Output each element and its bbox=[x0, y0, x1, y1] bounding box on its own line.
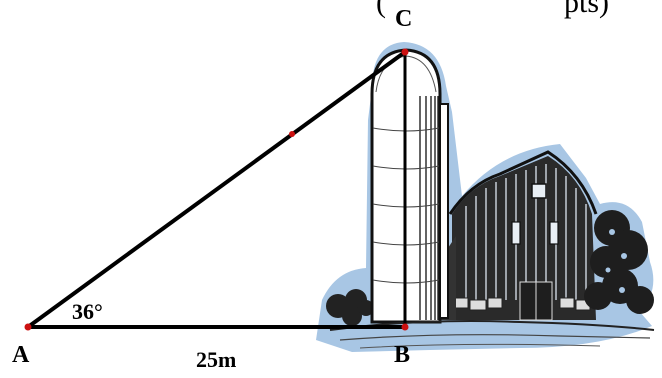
point-c-label: C bbox=[395, 6, 413, 32]
point-a-label: A bbox=[12, 342, 30, 368]
header-fragment: (pts) bbox=[376, 0, 609, 19]
trees bbox=[584, 210, 654, 314]
silo bbox=[370, 48, 449, 324]
point-b-label: B bbox=[394, 342, 411, 368]
ground bbox=[329, 320, 655, 349]
right-triangle bbox=[26, 50, 407, 329]
shrubs bbox=[326, 289, 374, 326]
hypotenuse-midpoint-dot bbox=[289, 131, 295, 137]
base-length-label: 25m bbox=[196, 347, 237, 372]
angle-a-label: 36° bbox=[72, 299, 103, 324]
point-c-dot bbox=[401, 48, 409, 56]
side-ac-hypotenuse bbox=[26, 50, 407, 329]
point-a-dot bbox=[24, 323, 32, 331]
point-b-dot bbox=[401, 323, 409, 331]
barn bbox=[440, 150, 598, 321]
